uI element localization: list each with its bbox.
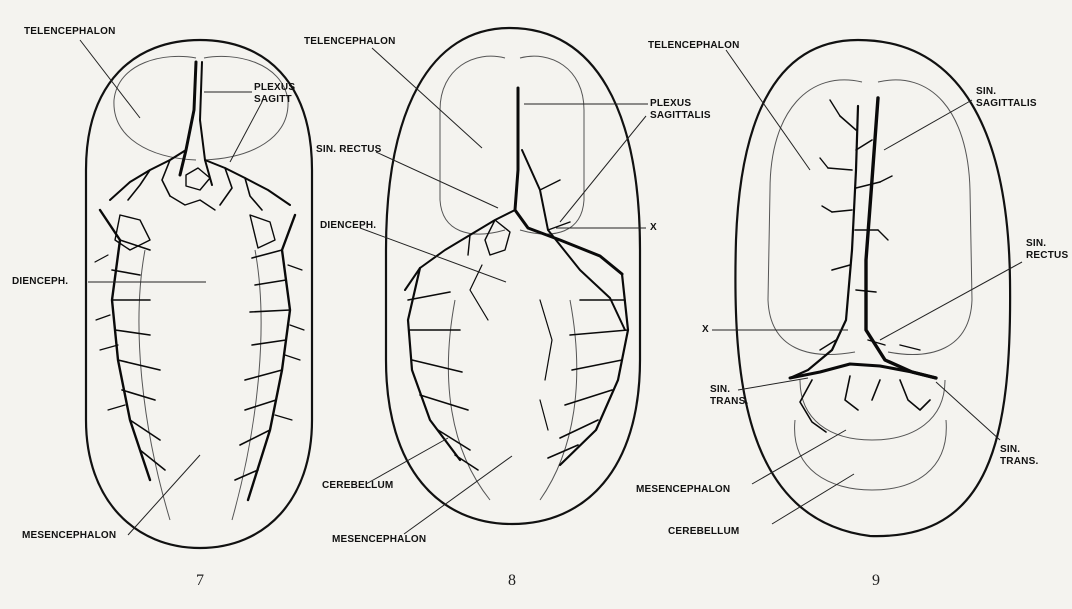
figure-8-telencephalon-left [440, 56, 505, 234]
figure-8-plexus-line2: SAGITTALIS [650, 110, 711, 122]
figure-9-sin-sag-line1: SIN. [976, 86, 1037, 98]
figure-9-sin-rectus-line2: RECTUS [1026, 250, 1068, 262]
figure-9-sin-trans-left-line1: SIN. [710, 384, 748, 396]
figure-7-leader-lines [80, 40, 262, 535]
figure-8-plexus-line1: PLEXUS [650, 98, 711, 110]
figure-8-plexus-sagittalis-label: PLEXUS SAGITTALIS [650, 98, 711, 122]
figure-9-number: 9 [872, 572, 880, 590]
figure-9-brain-outline [735, 40, 1010, 536]
figure-9-sin-rectus-line1: SIN. [1026, 238, 1068, 250]
figure-9-sin-trans-left-label: SIN. TRANS. [710, 384, 748, 408]
figure-7-brain-outline [86, 40, 312, 548]
figure-8-veins [405, 88, 628, 470]
figure-8-mesencephalon-label: MESENCEPHALON [332, 534, 426, 546]
figure-8-telencephalon-right [520, 56, 584, 234]
figure-9-telencephalon-left [768, 80, 862, 355]
figure-9-mesencephalon-outline [800, 380, 945, 440]
figure-9-sin-trans-right-line2: TRANS. [1000, 456, 1038, 468]
figure-7-plexus-sagitt-label: PLEXUS SAGITT [254, 82, 295, 106]
figure-9-drawing [712, 40, 1022, 536]
figure-7-number: 7 [196, 572, 204, 590]
figure-7-telencephalon-right [204, 56, 288, 160]
figure-8-drawing [360, 28, 648, 534]
figure-7-telencephalon-label: TELENCEPHALON [24, 26, 116, 38]
figure-9-sin-rectus-label: SIN. RECTUS [1026, 238, 1068, 262]
figure-7-right-veins [235, 215, 304, 500]
figure-9-telencephalon-right [878, 80, 972, 355]
figure-9-cerebellum-outline [795, 420, 947, 490]
figure-9-sin-trans-left-line2: TRANS. [710, 396, 748, 408]
figure-8-diencephalon-label: DIENCEPH. [320, 220, 376, 232]
figure-8-mesencephalon-outline [448, 300, 576, 500]
figure-9-veins [790, 98, 936, 432]
figure-8-brain-outline [386, 28, 640, 524]
figure-9-mesencephalon-label: MESENCEPHALON [636, 484, 730, 496]
figure-7-mesencephalon-outline [139, 250, 261, 520]
figure-8-cerebellum-label: CEREBELLUM [322, 480, 393, 492]
figure-7-mesencephalon-label: MESENCEPHALON [22, 530, 116, 542]
figure-7-telencephalon-left [114, 56, 196, 160]
figure-9-sin-trans-right-line1: SIN. [1000, 444, 1038, 456]
figure-7-plexus-line2: SAGITT [254, 94, 295, 106]
figure-9-cerebellum-label: CEREBELLUM [668, 526, 739, 538]
figure-8-x-label: X [650, 222, 657, 234]
figure-9-sin-sag-line2: SAGITTALIS [976, 98, 1037, 110]
figure-8-telencephalon-label: TELENCEPHALON [304, 36, 396, 48]
figure-9-sin-sagittalis-label: SIN. SAGITTALIS [976, 86, 1037, 110]
figure-9-sin-trans-right-label: SIN. TRANS. [1000, 444, 1038, 468]
figure-7-diencephalon-label: DIENCEPH. [12, 276, 68, 288]
figure-8-sin-rectus-label: SIN. RECTUS [316, 144, 382, 156]
figure-8-number: 8 [508, 572, 516, 590]
figure-7-plexus-line1: PLEXUS [254, 82, 295, 94]
figure-9-telencephalon-label: TELENCEPHALON [648, 40, 740, 52]
figure-9-x-label: X [702, 324, 709, 336]
figure-7-drawing [80, 40, 312, 548]
